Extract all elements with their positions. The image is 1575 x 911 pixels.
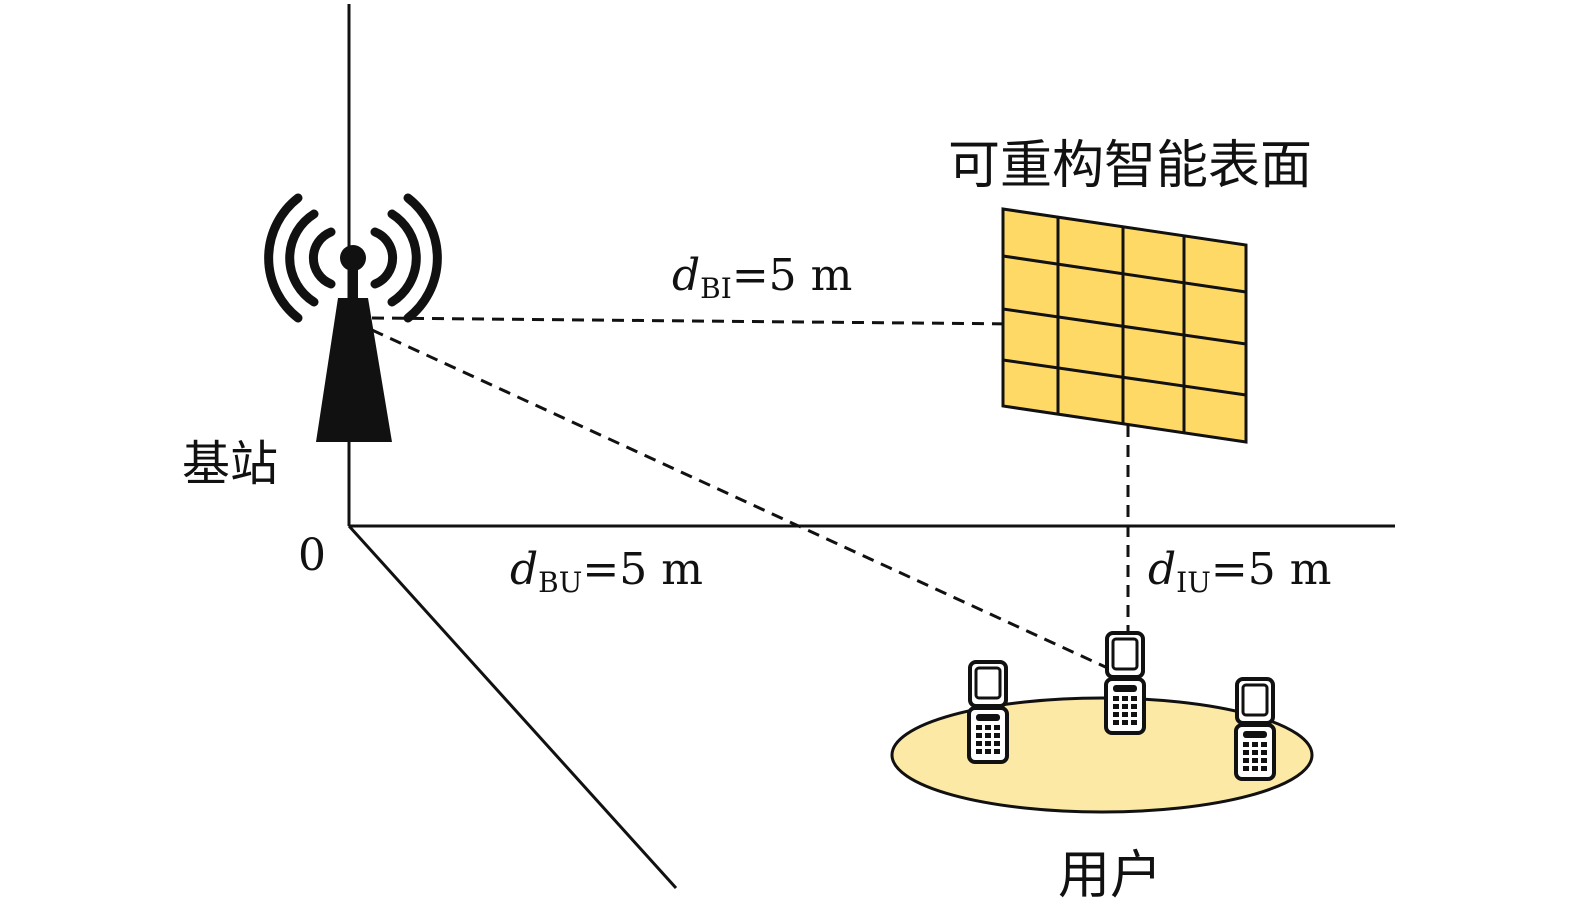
distance-bu-label: dBU=5 m — [510, 544, 703, 599]
base-station — [264, 193, 442, 442]
base-station-label: 基站 — [182, 436, 278, 492]
ris-label: 可重构智能表面 — [948, 136, 1312, 196]
mobile-phone-icon — [967, 660, 1009, 764]
path-bs-to-user — [371, 328, 1126, 678]
mobile-phone-icon — [1234, 677, 1276, 781]
users-label: 用户 — [1058, 846, 1162, 906]
ris-grid — [1002, 217, 1247, 433]
ris-panel — [1001, 207, 1248, 444]
distance-iu-label: dIU=5 m — [1148, 544, 1331, 599]
antenna-tower-icon — [316, 245, 392, 442]
distance-bi-label: dBI=5 m — [672, 250, 852, 305]
origin-label: 0 — [298, 530, 326, 581]
radio-waves-icon — [264, 193, 442, 323]
y-axis — [347, 524, 678, 890]
mobile-phone-icon — [1104, 631, 1146, 735]
